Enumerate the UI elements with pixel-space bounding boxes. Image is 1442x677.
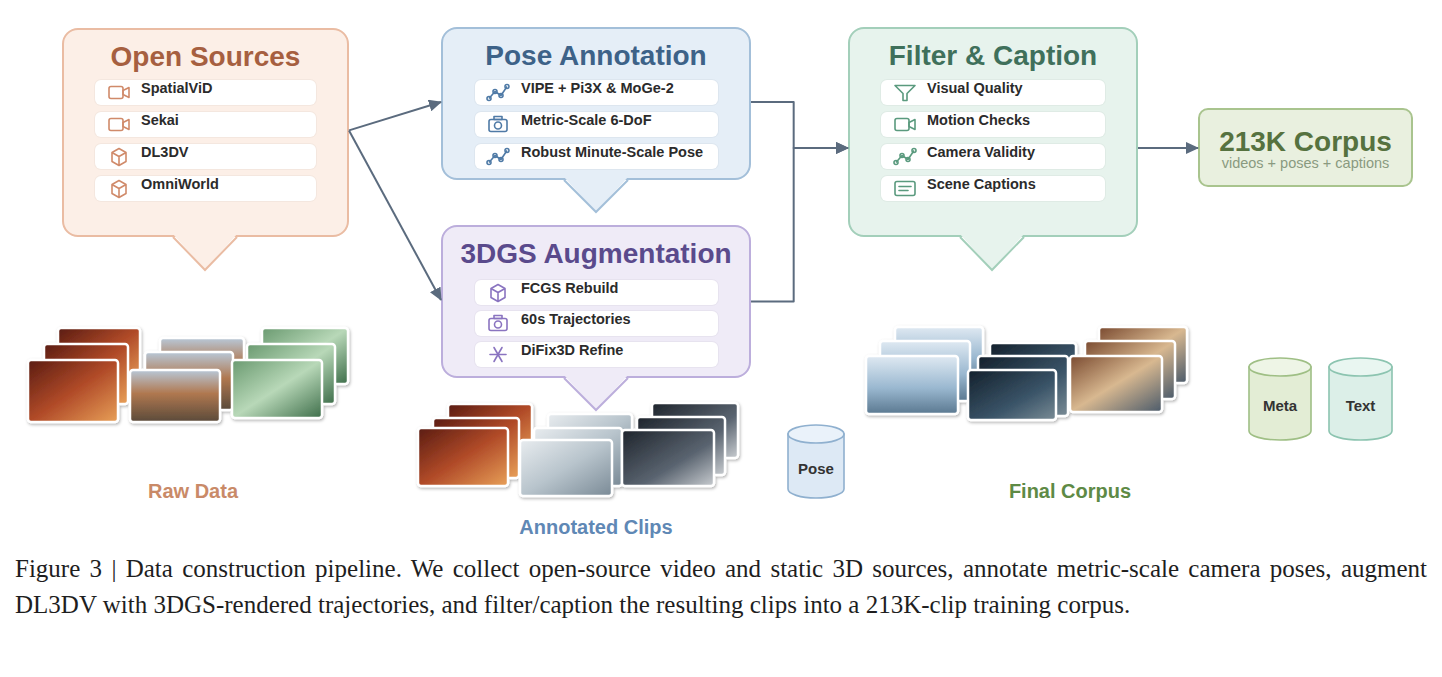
step-item: 60s Trajectories xyxy=(475,311,718,336)
stage-label: Final Corpus xyxy=(920,479,1220,503)
step-label: 60s Trajectories xyxy=(521,311,631,327)
step-item: Metric-Scale 6-DoF xyxy=(475,112,718,137)
step-label: DiFix3D Refine xyxy=(521,342,623,358)
panel-title: Open Sources xyxy=(64,41,347,73)
cylinder-top xyxy=(1249,358,1311,376)
step-item: Robust Minute-Scale Pose xyxy=(475,144,718,169)
cylinder-body xyxy=(1329,367,1392,440)
data-cylinder: Text xyxy=(1328,358,1393,440)
step-label: Scene Captions xyxy=(927,176,1036,192)
step-label: Robust Minute-Scale Pose xyxy=(521,144,703,160)
stage-panel: Filter & CaptionVisual QualityMotion Che… xyxy=(848,27,1138,237)
step-label: Visual Quality xyxy=(927,80,1023,96)
cylinder-body xyxy=(1249,367,1311,440)
step-label: VIPE + Pi3X & MoGe-2 xyxy=(521,80,674,96)
panel-title: Filter & Caption xyxy=(850,40,1136,72)
cylinder-body xyxy=(788,434,844,498)
flow-arrow xyxy=(349,102,441,130)
step-label: DL3DV xyxy=(141,144,189,160)
figure-caption: Figure 3 | Data construction pipeline. W… xyxy=(15,551,1427,623)
cylinder-label: Pose xyxy=(777,459,855,479)
stage-panel: 3DGS AugmentationFCGS Rebuild 60s Traject… xyxy=(441,225,751,378)
step-item: Sekai xyxy=(95,112,316,137)
output-title: 213K Corpus xyxy=(1200,125,1411,159)
cylinder-label: Meta xyxy=(1238,396,1322,416)
flow-arrow xyxy=(751,102,848,148)
step-item: Camera Validity xyxy=(881,144,1105,169)
step-label: Camera Validity xyxy=(927,144,1035,160)
step-item: Visual Quality xyxy=(881,80,1105,105)
stage-label: Annotated Clips xyxy=(446,515,746,539)
cylinder-shape xyxy=(1248,358,1312,440)
step-label: Sekai xyxy=(141,112,179,128)
flow-arrow xyxy=(751,148,848,302)
step-item: DL3DV xyxy=(95,144,316,169)
panel-title: 3DGS Augmentation xyxy=(443,238,749,270)
stage-panel: Pose AnnotationVIPE + Pi3X & MoGe-2Metri… xyxy=(441,27,751,180)
step-label: OmniWorld xyxy=(141,176,219,192)
step-item: Motion Checks xyxy=(881,112,1105,137)
flow-arrow xyxy=(1138,147,1198,149)
cylinder-shape xyxy=(787,425,845,498)
step-item: Scene Captions xyxy=(881,176,1105,201)
step-item: FCGS Rebuild xyxy=(475,280,718,305)
step-label: SpatialViD xyxy=(141,80,212,96)
stage-label: Raw Data xyxy=(43,479,343,503)
step-item: OmniWorld xyxy=(95,176,316,201)
cylinder-label: Text xyxy=(1318,396,1403,416)
flow-arrow xyxy=(349,130,441,300)
step-item: VIPE + Pi3X & MoGe-2 xyxy=(475,80,718,105)
data-cylinder: Meta xyxy=(1248,358,1312,440)
step-item: SpatialViD xyxy=(95,80,316,105)
cylinder-shape xyxy=(1328,358,1393,440)
step-item: DiFix3D Refine xyxy=(475,342,718,367)
stage-panel: Open SourcesSpatialViD SekaiDL3DV OmniWorl… xyxy=(62,28,349,237)
cylinder-top xyxy=(788,425,844,443)
output-subtitle: videos + poses + captions xyxy=(1200,154,1411,172)
data-cylinder: Pose xyxy=(787,425,845,498)
step-label: FCGS Rebuild xyxy=(521,280,618,296)
cylinder-top xyxy=(1329,358,1392,376)
panel-title: Pose Annotation xyxy=(443,40,749,72)
output-box: 213K Corpusvideos + poses + captions xyxy=(1198,108,1413,187)
step-label: Motion Checks xyxy=(927,112,1030,128)
step-label: Metric-Scale 6-DoF xyxy=(521,112,652,128)
